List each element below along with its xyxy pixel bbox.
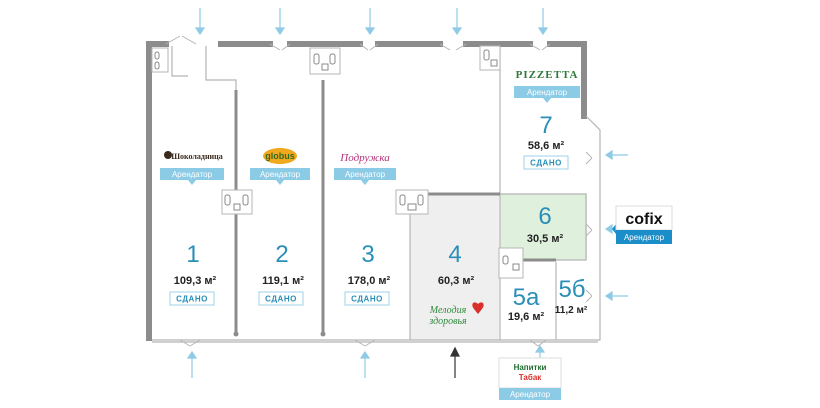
pointer xyxy=(543,98,551,103)
heart-icon xyxy=(472,302,484,314)
unit-3-tenant-logo: Подружка xyxy=(339,152,390,164)
unit-4-logo-line1: Мелодия xyxy=(429,305,467,316)
tenant-label-bg xyxy=(160,168,224,180)
toilet-icon xyxy=(395,189,429,215)
unit-1-number: 1 xyxy=(186,241,199,268)
doors xyxy=(165,35,593,347)
unit-6-area: 30,5 м² xyxy=(527,233,564,245)
unit-7-number: 7 xyxy=(539,112,552,139)
unit-6-tenant-logo: cofix xyxy=(625,211,662,228)
unit-7-status-badge: СДАНО xyxy=(523,155,569,170)
outer-walls xyxy=(146,41,587,341)
chocolate-logo-icon xyxy=(164,151,172,159)
logo-box xyxy=(334,145,396,169)
tenant-label-bg xyxy=(334,168,396,180)
unit-1-tenant-label: Арендатор xyxy=(172,170,213,179)
logo-box xyxy=(498,357,562,389)
unit-3-tenant-label: Арендатор xyxy=(345,170,386,179)
pointer xyxy=(276,180,284,185)
tenant-label-bg xyxy=(499,388,561,400)
kiosk-tenant-card[interactable]: Напитки Табак Арендатор xyxy=(498,357,562,400)
toilet-icon xyxy=(151,47,169,73)
unit-2-area: 119,1 м² xyxy=(262,275,304,287)
tenant-label-bg xyxy=(616,230,672,244)
main-entrance-arrow xyxy=(450,346,460,378)
unit-2-status: СДАНО xyxy=(265,295,297,304)
unit-7-tenant-card[interactable]: PIZZETTA Арендатор xyxy=(514,62,580,103)
thin-walls xyxy=(152,46,601,343)
unit-4-fill xyxy=(410,194,499,340)
unit-7-tenant-label: Арендатор xyxy=(527,88,568,97)
logo-box xyxy=(615,205,673,231)
unit-2-tenant-card[interactable]: globus Арендатор xyxy=(250,145,310,185)
unit-4-logo-line2: здоровья xyxy=(428,316,467,327)
unit-3-status-badge: СДАНО xyxy=(344,291,390,306)
unit-7-tenant-logo: PIZZETTA xyxy=(516,69,579,81)
unit-4-area: 60,3 м² xyxy=(438,275,475,287)
toilet-icon xyxy=(221,189,253,215)
unit-7-status: СДАНО xyxy=(530,159,562,168)
unit-6-number: 6 xyxy=(538,203,551,230)
unit-1-tenant-logo: Шоколадница xyxy=(171,152,223,161)
unit-2-tenant-logo: globus xyxy=(265,151,295,161)
unit-3-area: 178,0 м² xyxy=(348,275,391,287)
toilet-icon xyxy=(479,45,501,71)
unit-5b-number: 5б xyxy=(558,276,585,303)
unit-3-status: СДАНО xyxy=(351,295,383,304)
unit-1-area: 109,3 м² xyxy=(174,275,217,287)
tenant-label-bg xyxy=(514,86,580,98)
globus-logo-icon xyxy=(263,148,297,164)
unit-2-tenant-label: Арендатор xyxy=(260,170,301,179)
unit-2-number: 2 xyxy=(275,241,288,268)
unit-3-tenant-card[interactable]: Подружка Арендатор xyxy=(334,145,396,185)
tenant-label-bg xyxy=(250,168,310,180)
unit-6-tenant-card[interactable]: cofix Арендатор xyxy=(612,205,673,244)
unit-3-number: 3 xyxy=(361,241,374,268)
pointer xyxy=(361,180,369,185)
unit-4-number: 4 xyxy=(448,241,461,268)
toilet-icon xyxy=(498,247,524,279)
kiosk-tenant-label: Арендатор xyxy=(510,390,551,399)
unit-7-area: 58,6 м² xyxy=(528,140,565,152)
kiosk-logo-line1: Напитки xyxy=(514,363,547,372)
unit-6-tenant-label: Арендатор xyxy=(624,233,665,242)
column-dot xyxy=(320,331,326,337)
unit-5b-area: 11,2 м² xyxy=(555,305,588,316)
unit-5a-number: 5а xyxy=(513,284,540,311)
wall-stub-left xyxy=(146,130,151,140)
entrance-arrows xyxy=(186,8,628,378)
toilet-icon xyxy=(309,47,341,75)
column-dot xyxy=(233,331,239,337)
pointer xyxy=(612,224,616,234)
kiosk-logo-line2: Табак xyxy=(519,373,543,382)
unit-4-tenant-logo: Мелодия здоровья xyxy=(428,302,484,327)
wc-blocks xyxy=(151,45,524,279)
unit-5a-area: 19,6 м² xyxy=(508,311,545,323)
unit-1-status: СДАНО xyxy=(176,295,208,304)
unit-1-tenant-card[interactable]: Шоколадница Арендатор xyxy=(160,145,224,185)
unit-1-status-badge: СДАНО xyxy=(169,291,215,306)
unit-2-status-badge: СДАНО xyxy=(258,291,304,306)
pointer xyxy=(188,180,196,185)
logo-box xyxy=(514,62,580,86)
